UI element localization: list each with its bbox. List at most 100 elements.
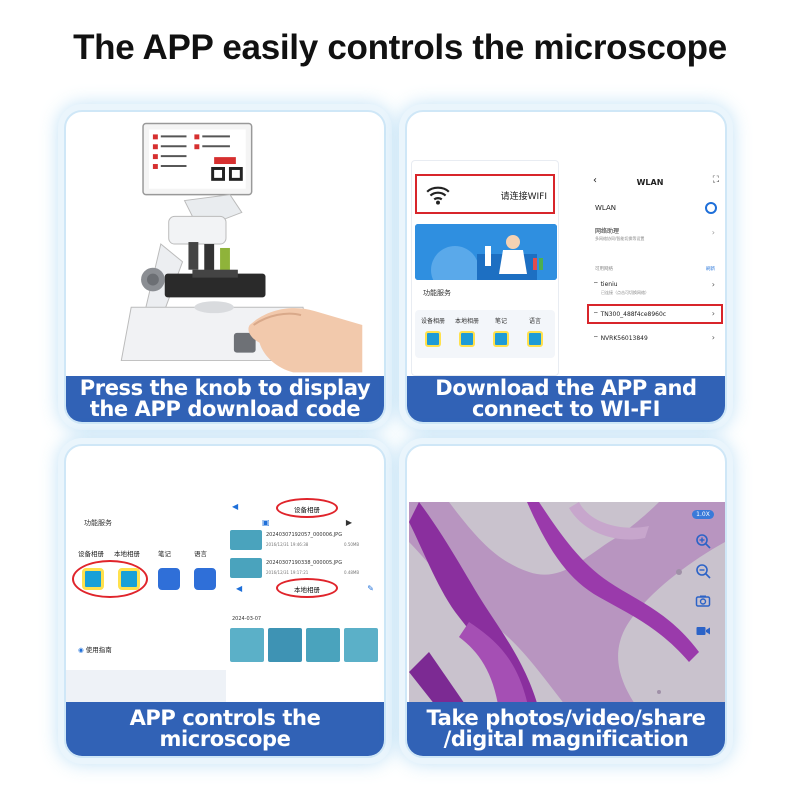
album-date: 2024-03-07 [232,616,262,622]
func-notes[interactable]: 笔记 [485,316,517,347]
func-label: 设备相册 [420,318,445,325]
wifi-signal-icon: ⌔ [593,311,601,318]
func-label: 笔记 [158,550,171,558]
image-toolbar: 1.0X [689,510,717,639]
caption-line-1: Press the knob to display [79,376,371,400]
func-label: 本地相册 [454,318,479,325]
user-guide-link[interactable]: ◉ 使用指南 [78,644,112,654]
func-label: 本地相册 [114,550,140,558]
play-icon[interactable]: ▶ [345,518,352,527]
card-app-controls: 功能服务 设备相册 本地相册 笔记 语言 ◉ 使用指南 ◀ 设备相册 ▣ ▶ 2… [64,444,386,758]
function-service-title: 功能服务 [84,519,112,527]
wifi-signal-icon: ⌔ [593,335,601,342]
page-headline: The APP easily controls the microscope [73,28,727,67]
wlan-settings-panel: ‹ WLAN ⛶ WLAN 网络助理 多网络协同/智能切换等设置 › 可用网络 … [575,160,725,376]
caption-line-2: /digital magnification [443,727,689,751]
camera-icon[interactable] [695,593,711,609]
connect-wifi-label: 请连接WIFI [500,192,547,202]
network-item[interactable]: ⌔ NVRK56013849 [593,334,648,342]
func-label: 语言 [528,318,541,325]
wlan-toggle[interactable] [705,202,717,214]
network-item[interactable]: ⌔ tieniu [593,280,618,288]
network-item[interactable]: ⌔ TN300_488f4ce8960c [593,310,666,318]
video-icon[interactable] [695,623,711,639]
file-date: 2016/12/31 19:17:21 [266,570,309,575]
zoom-out-icon[interactable] [695,563,711,579]
network-assist-sub: 多网络协同/智能切换等设置 [595,236,645,241]
guide-icon: ◉ [78,646,86,654]
caption-line-1: APP controls the microscope [129,706,321,751]
func-label: 设备相册 [78,550,104,558]
caption-banner: APP controls the microscope [66,702,384,756]
app-function-panel: 功能服务 设备相册 本地相册 笔记 语言 ◉ 使用指南 [66,498,226,704]
photo-thumbnail[interactable] [268,628,302,662]
highlight-oval [276,578,338,598]
func-device-album[interactable]: 设备相册 [417,316,449,347]
available-networks-label: 可用网络 [595,267,613,272]
guide-label: 使用指南 [85,646,112,654]
microscope-illustration [120,122,363,373]
photo-thumbnail[interactable] [306,628,340,662]
bottom-bar [66,670,226,704]
album-panel: ◀ 设备相册 ▣ ▶ 20240307192057_000006.JPG 201… [226,498,384,704]
file-size: 0.48MB [344,570,360,575]
caption-banner: Download the APP and connect to WI-FI [407,376,725,422]
photo-thumbnail[interactable] [230,628,264,662]
function-row: 设备相册 本地相册 笔记 语言 [415,310,555,358]
caption-banner: Press the knob to display the APP downlo… [66,376,384,422]
card-photo-magnification: 1.0X Take photos/video/share /digital ma… [405,444,727,758]
highlighted-network-box [587,304,723,324]
func-language[interactable]: 语言 [519,316,551,347]
photo-thumbnail[interactable] [230,558,262,578]
chevron-right-icon: › [711,309,715,318]
language-icon [527,331,543,347]
chevron-right-icon: › [711,333,715,342]
chevron-right-icon: › [711,280,715,289]
notes-icon[interactable] [158,568,180,590]
language-icon[interactable] [194,568,216,590]
file-name: 20240307190338_000005.JPG [266,560,343,566]
photo-thumbnail[interactable] [230,530,262,550]
zoom-level-badge: 1.0X [692,510,714,519]
photo-thumbnail[interactable] [344,628,378,662]
caption-line-2: the APP download code [89,397,361,421]
scan-icon[interactable]: ⛶ [712,175,719,185]
folder-icon[interactable]: ▣ [262,518,270,527]
chevron-right-icon: › [711,228,715,237]
wifi-icon [426,186,450,205]
wlan-label: WLAN [595,204,617,212]
back-icon[interactable]: ◀ [236,584,243,593]
func-local-album[interactable]: 本地相册 [451,316,483,347]
device-album-icon [425,331,441,347]
back-icon[interactable]: ◀ [232,502,239,511]
wifi-signal-icon: ⌔ [593,281,601,288]
card-microscope-knob: Press the knob to display the APP downlo… [64,110,386,424]
caption-line-1: Download the APP and [435,376,697,400]
scientist-banner-image [415,224,557,280]
card-wifi-connect: 请连接WIFI 功能服务 设备相册 本地相册 笔记 语言 ‹ WLAN [405,110,727,424]
function-service-title: 功能服务 [423,289,451,297]
caption-banner: Take photos/video/share /digital magnifi… [407,702,725,756]
back-icon[interactable]: ‹ [593,175,597,186]
notes-icon [493,331,509,347]
network-status: 已连接（点击可切换网络） [601,290,649,295]
edit-icon[interactable]: ✎ [367,584,374,593]
func-label: 语言 [194,550,207,558]
local-album-icon [459,331,475,347]
refresh-link[interactable]: 刷新 [706,267,715,272]
network-name: tieniu [600,281,618,288]
network-name: NVRK56013849 [600,335,648,342]
network-assist-label[interactable]: 网络助理 [595,228,620,235]
caption-line-2: connect to WI-FI [471,397,661,421]
connect-wifi-box[interactable]: 请连接WIFI [415,174,555,214]
wlan-title: WLAN [636,178,664,187]
func-label: 笔记 [494,318,507,325]
caption-line-1: Take photos/video/share [426,706,706,730]
highlight-oval [72,560,148,598]
file-date: 2016/12/31 19:46:38 [266,542,309,547]
microscope-specimen-image [409,502,725,710]
zoom-in-icon[interactable] [695,533,711,549]
highlight-oval [276,498,338,518]
network-name: TN300_488f4ce8960c [600,311,667,318]
file-name: 20240307192057_000006.JPG [266,532,343,538]
